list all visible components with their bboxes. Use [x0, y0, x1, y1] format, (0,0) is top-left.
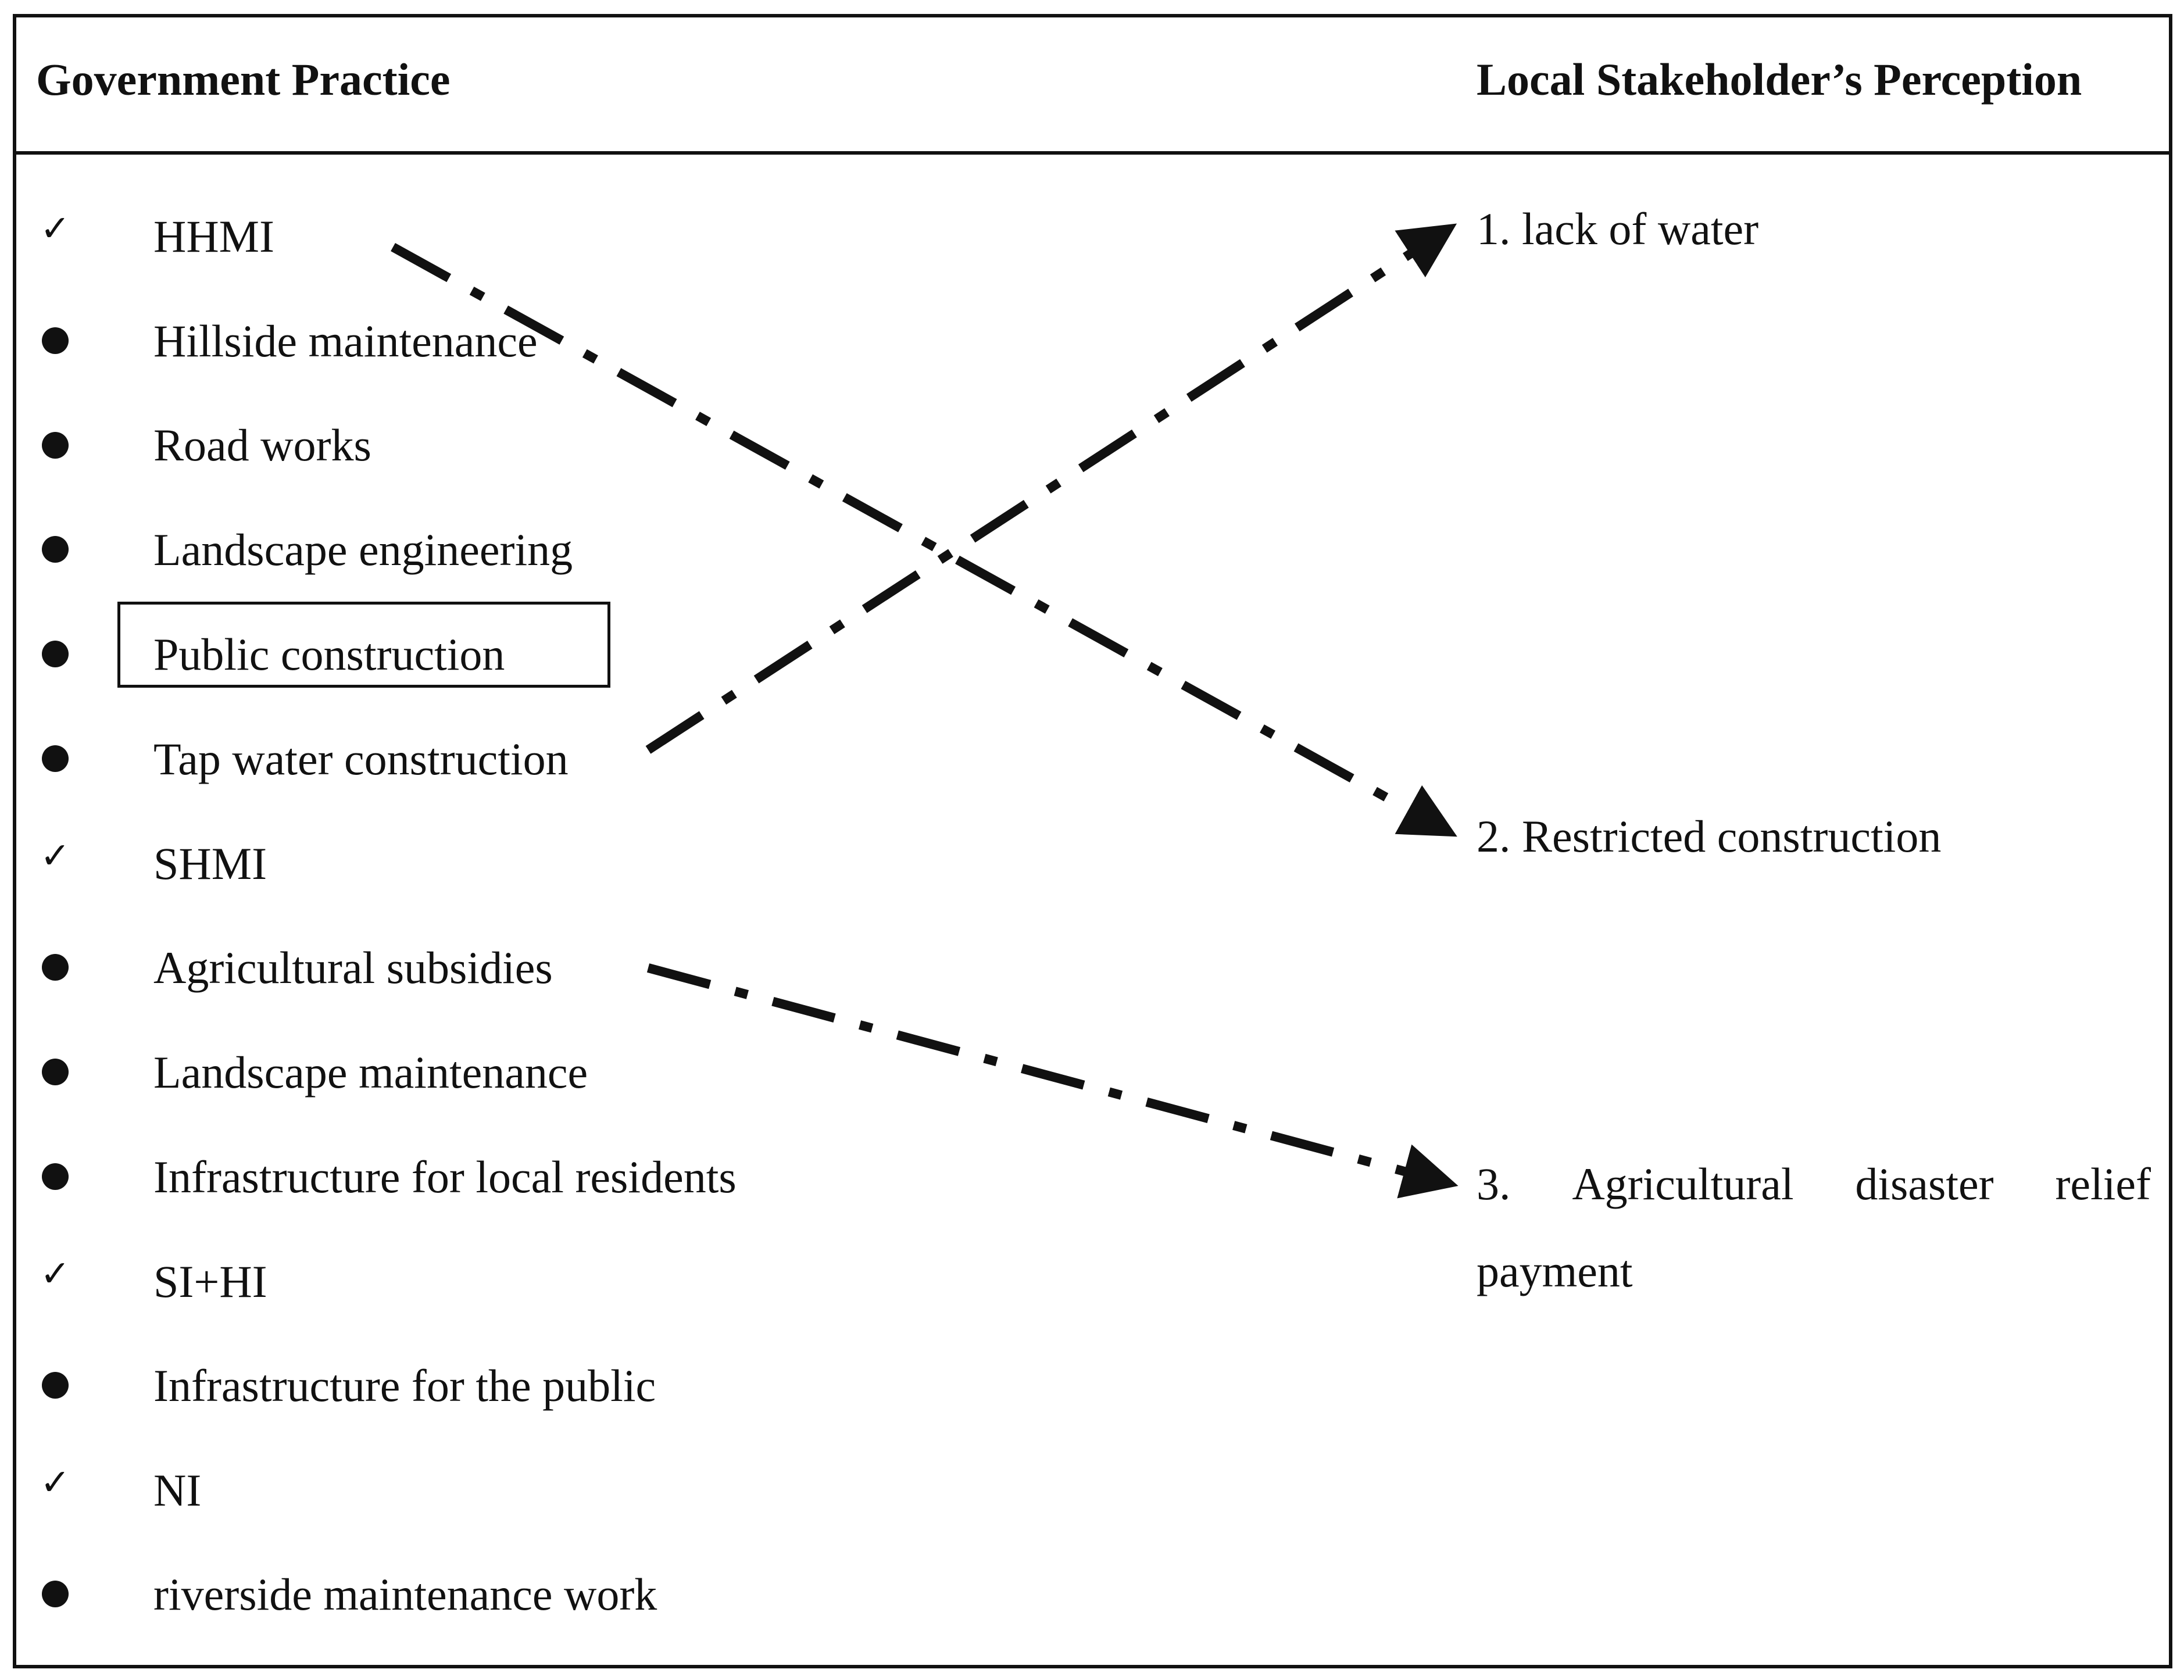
bullet-icon	[35, 1581, 76, 1607]
perception-payment: payment	[1477, 1246, 1633, 1296]
practice-item-infrastructure-public: Infrastructure for the public	[153, 1360, 656, 1411]
check-icon: ✓	[40, 834, 70, 877]
practice-item-shmi: SHMI	[153, 838, 267, 889]
practice-item-landscape-engineering: Landscape engineering	[153, 524, 573, 575]
practice-item-landscape-maintenance: Landscape maintenance	[153, 1047, 588, 1098]
header-government-practice: Government Practice	[36, 54, 451, 105]
bullet-icon	[35, 327, 76, 354]
bullet-icon	[35, 954, 76, 981]
arrow-agricultural-subsidies-to-disaster-relief	[646, 963, 1459, 1199]
bullet-icon	[35, 1059, 76, 1085]
practice-item-agricultural-subsidies: Agricultural subsidies	[153, 942, 553, 993]
practice-item-road-works: Road works	[153, 420, 371, 470]
practice-item-tap-water-construction: Tap water construction	[153, 734, 569, 784]
check-icon: ✓	[40, 207, 70, 249]
practice-item-si-hi: SI+HI	[153, 1256, 267, 1307]
bullet-icon	[35, 536, 76, 563]
bullet-icon	[35, 641, 76, 667]
perception-lack-of-water: 1. lack of water	[1477, 203, 1759, 254]
check-icon: ✓	[40, 1252, 70, 1295]
highlight-box	[117, 602, 610, 688]
bullet-icon	[35, 432, 76, 459]
header-divider	[13, 151, 2172, 155]
bullet-icon	[35, 1372, 76, 1399]
perception-restricted-construction: 2. Restricted construction	[1477, 811, 1942, 862]
table-frame	[13, 14, 2172, 1668]
practice-item-hhmi: HHMI	[153, 211, 274, 262]
check-icon: ✓	[40, 1461, 70, 1503]
arrow-hhmi-to-restricted-construction	[391, 243, 1457, 837]
practice-item-hillside-maintenance: Hillside maintenance	[153, 316, 538, 366]
practice-item-ni: NI	[153, 1465, 202, 1515]
bullet-icon	[35, 745, 76, 772]
header-stakeholder-perception: Local Stakeholder’s Perception	[1477, 54, 2082, 105]
practice-item-public-construction: Public construction	[153, 629, 505, 680]
practice-item-riverside-maintenance: riverside maintenance work	[153, 1569, 657, 1620]
practice-item-infrastructure-local-residents: Infrastructure for local residents	[153, 1152, 737, 1202]
arrow-tap-water-to-lack-of-water	[645, 223, 1457, 754]
bullet-icon	[35, 1163, 76, 1190]
